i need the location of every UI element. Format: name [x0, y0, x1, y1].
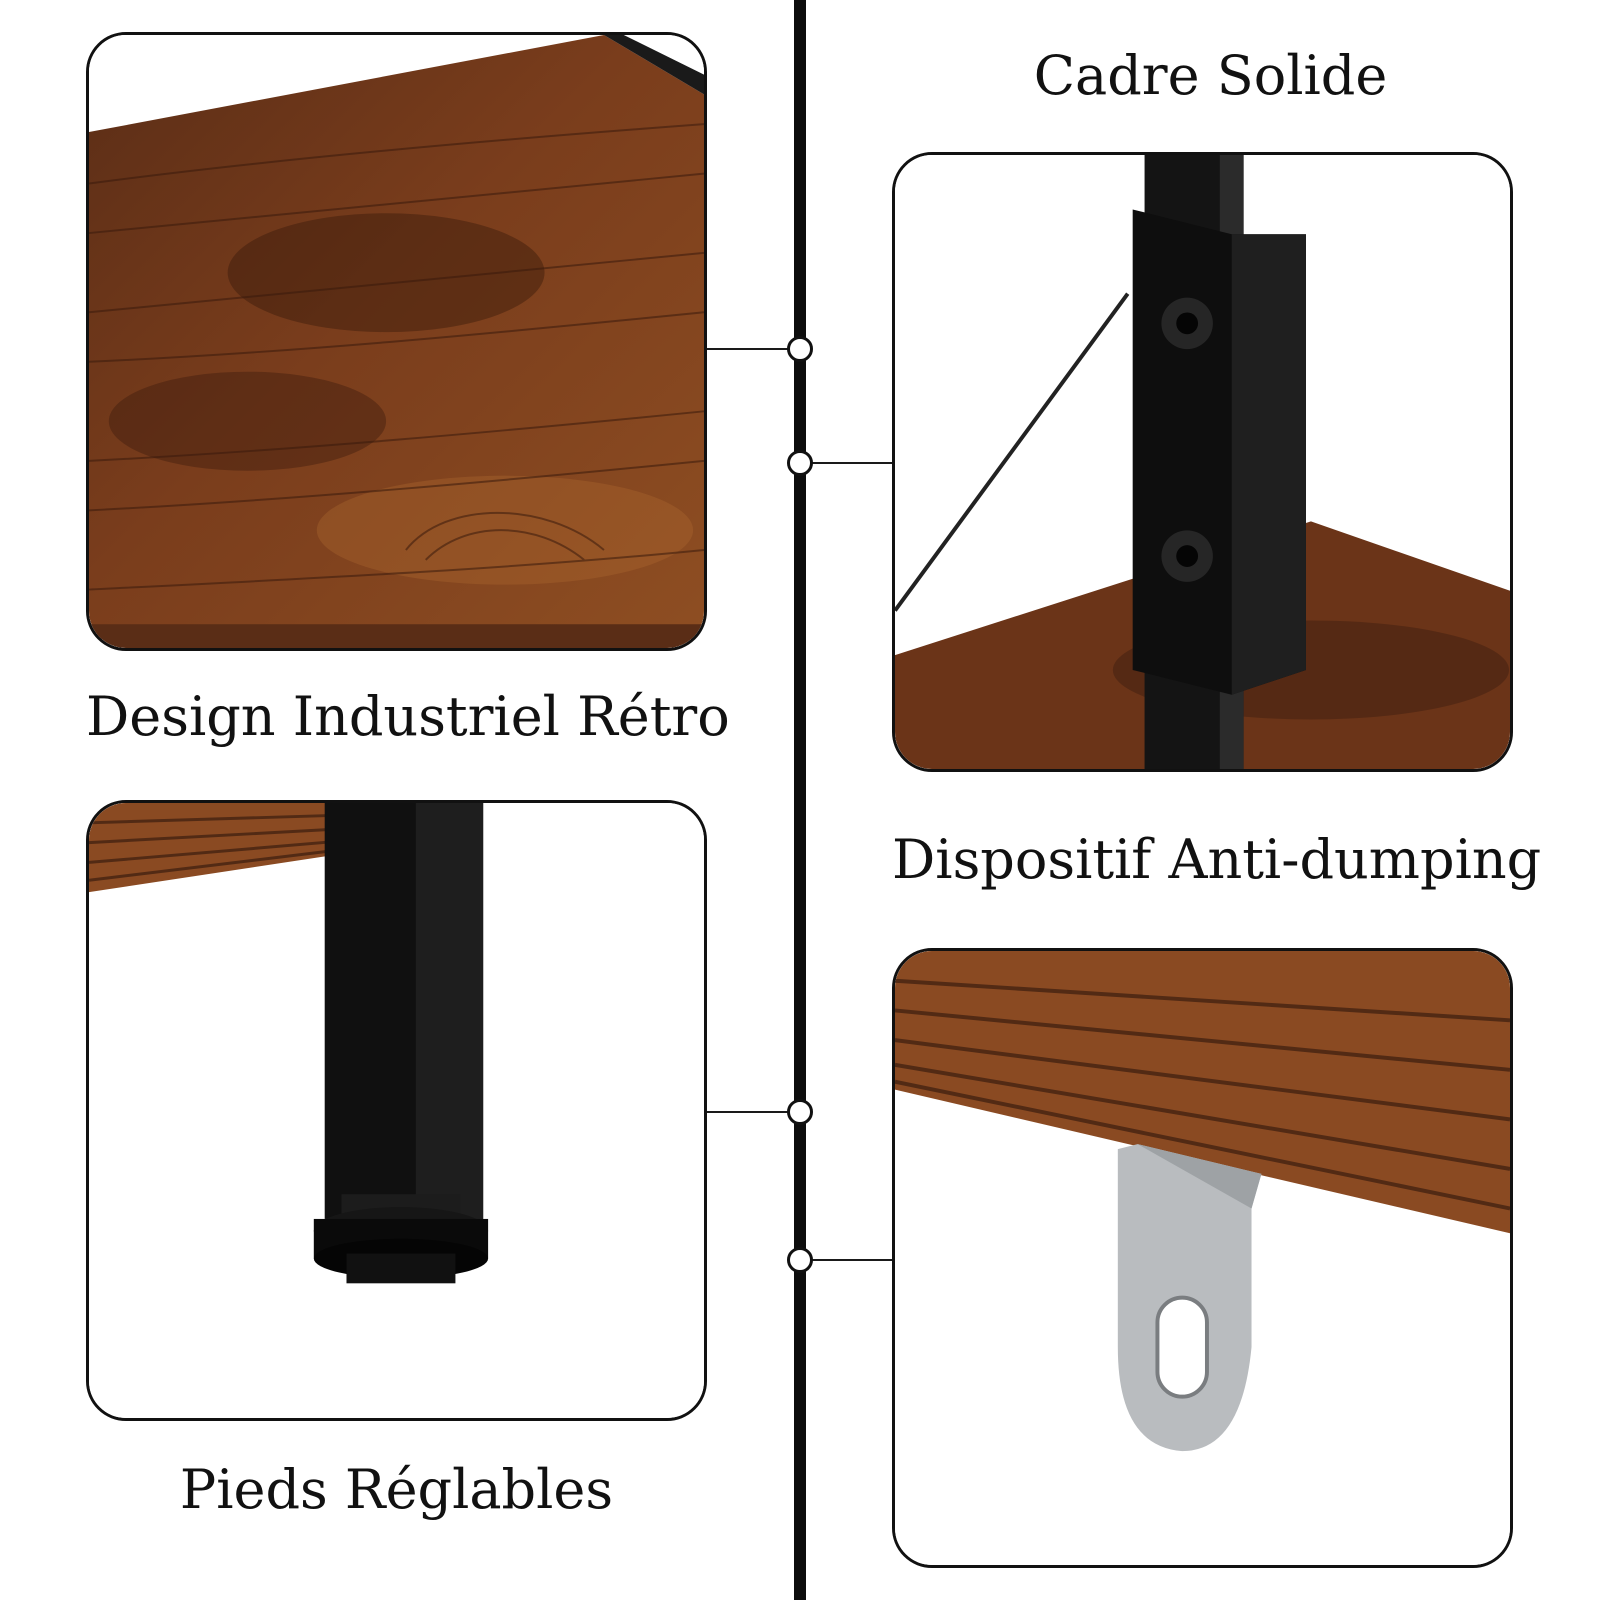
antitip-panel [892, 948, 1513, 1568]
connector-line-feet [706, 1111, 794, 1113]
connector-dot-retro [787, 336, 813, 362]
connector-line-retro [706, 348, 794, 350]
wood-surface-image [89, 35, 704, 648]
retro-wood-panel [86, 32, 707, 651]
caption-frame: Cadre Solide [1033, 44, 1388, 107]
connector-dot-antitip [787, 1247, 813, 1273]
connector-line-frame [806, 462, 892, 464]
frame-panel [892, 152, 1513, 772]
center-divider-line [794, 0, 806, 1600]
caption-retro: Design Industriel Rétro [86, 685, 730, 748]
caption-antitip: Dispositif Anti-dumping [892, 828, 1542, 891]
frame-joint-image [895, 155, 1510, 769]
connector-line-antitip [806, 1259, 892, 1261]
anti-tip-bracket-image [895, 951, 1510, 1565]
caption-feet: Pieds Réglables [179, 1458, 614, 1521]
feet-panel [86, 800, 707, 1421]
connector-dot-frame [787, 450, 813, 476]
connector-dot-feet [787, 1099, 813, 1125]
adjustable-foot-image [89, 803, 704, 1418]
